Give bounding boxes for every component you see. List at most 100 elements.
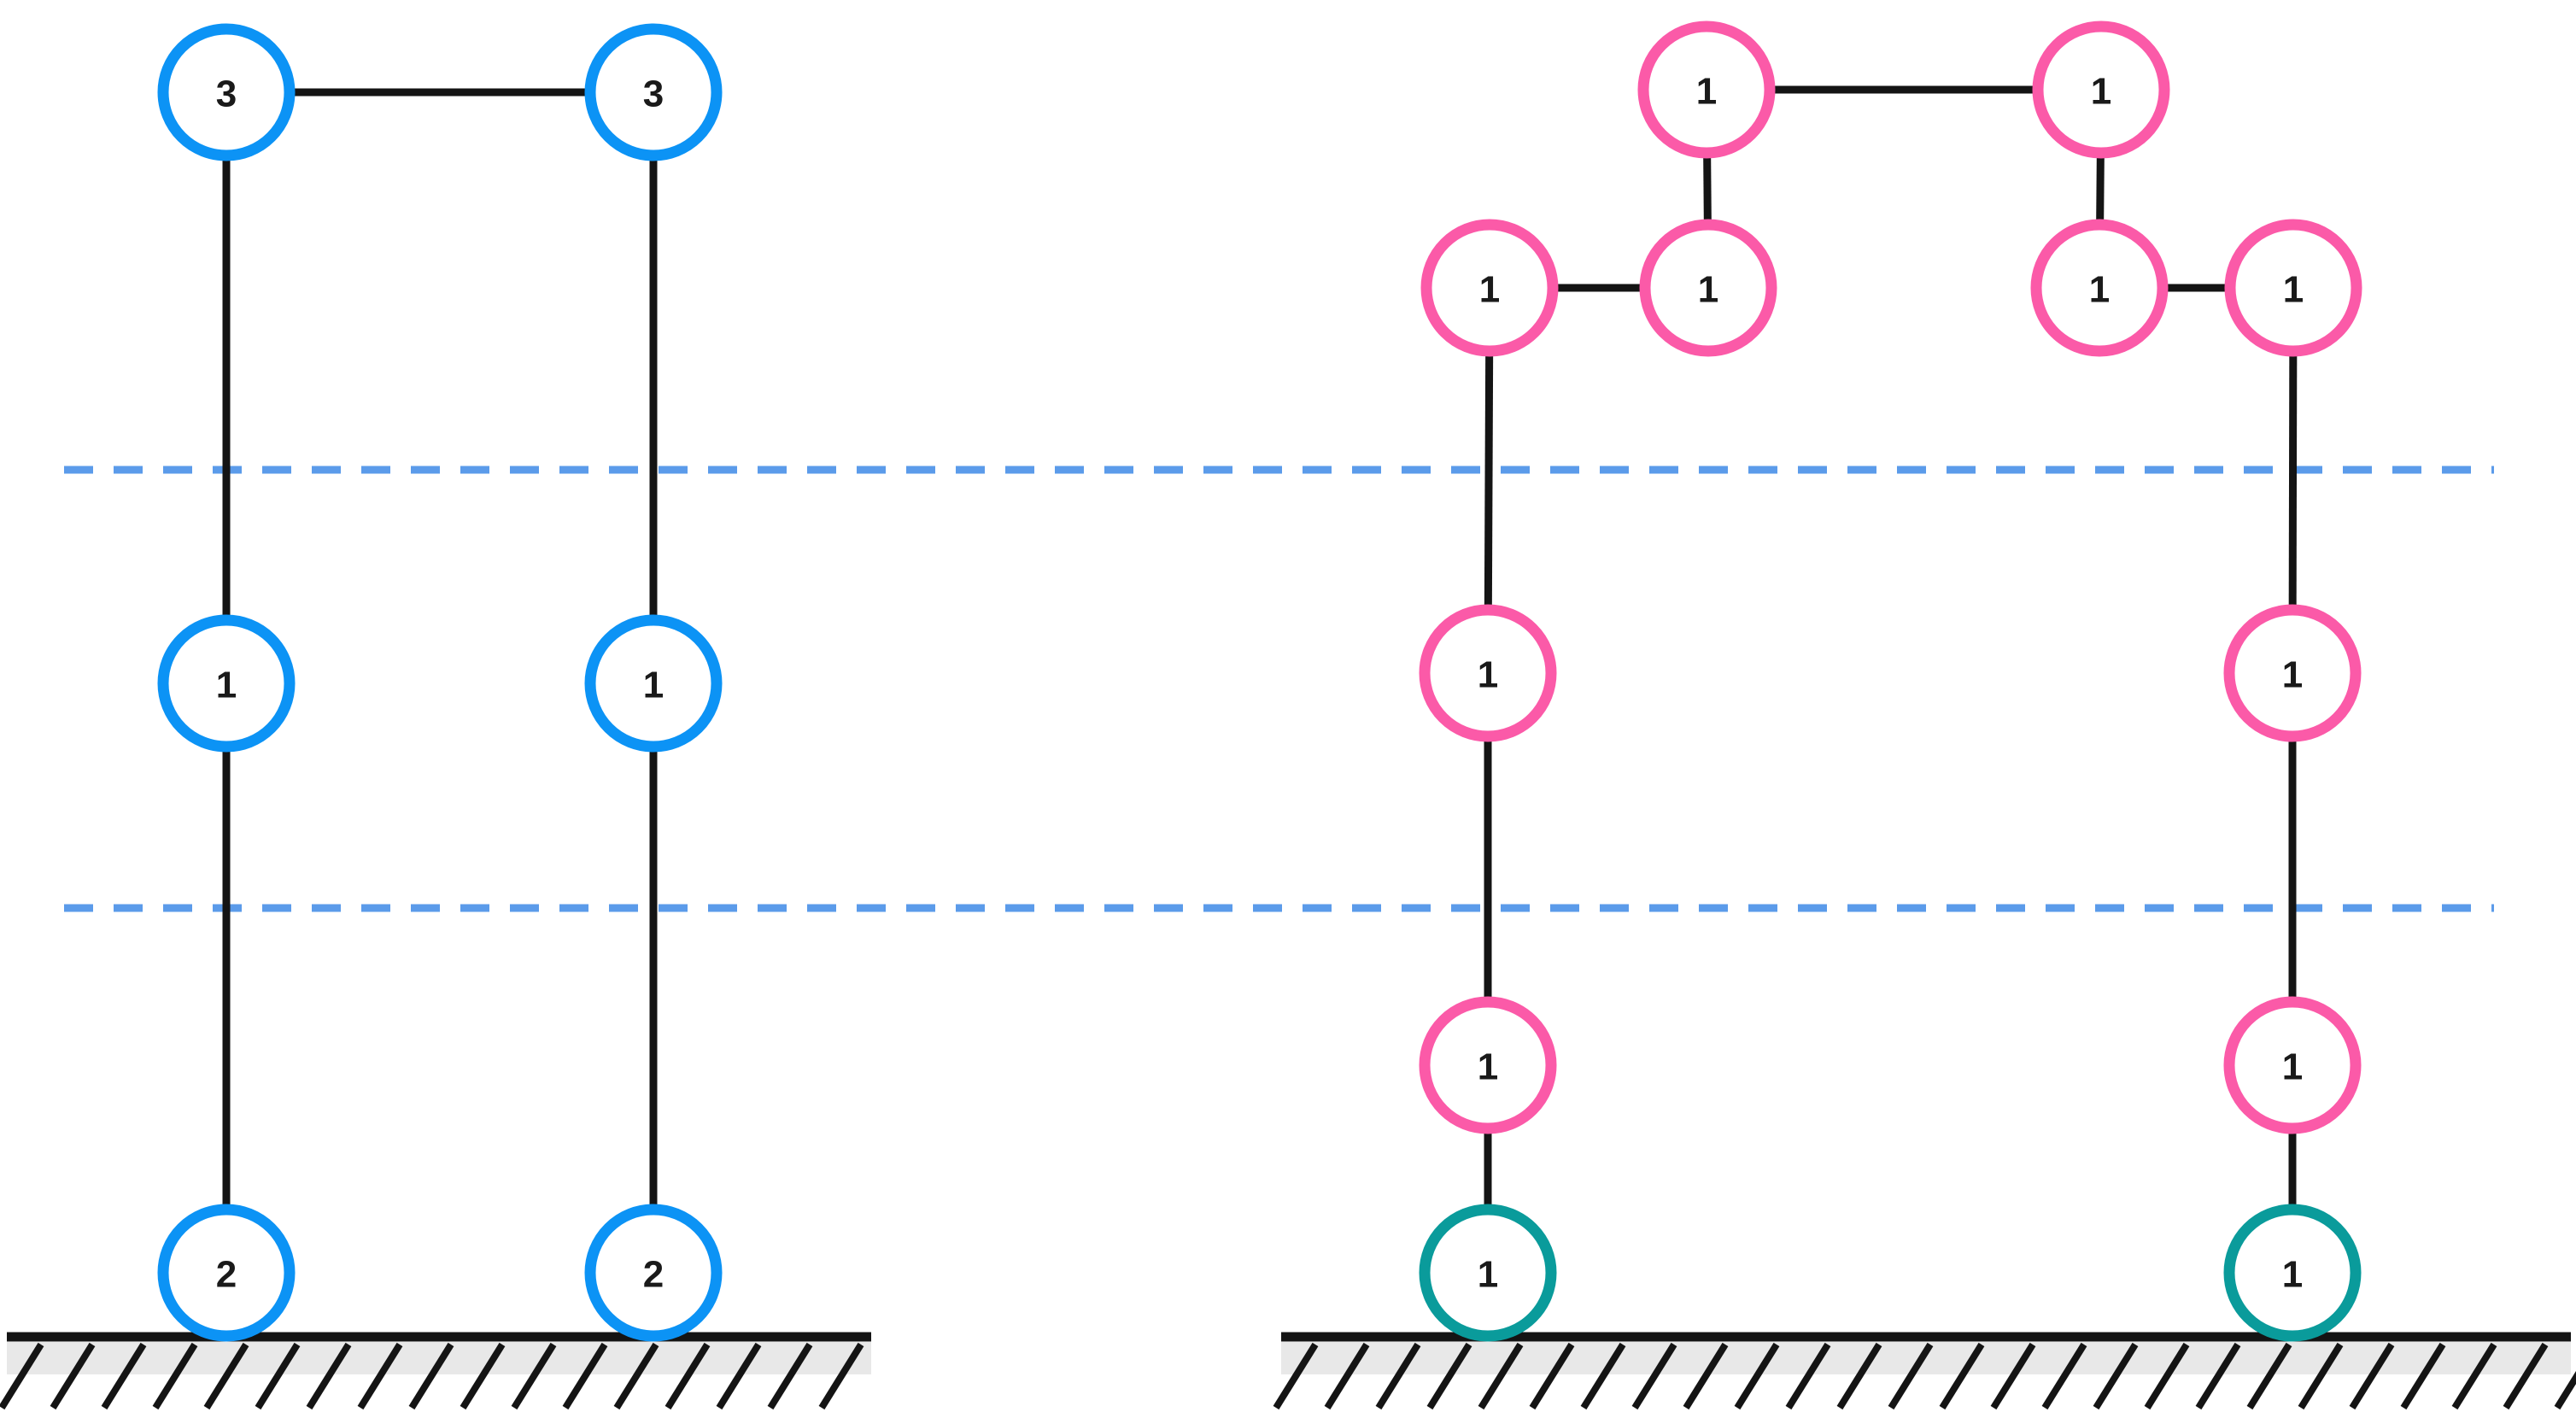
node-right-upper-far-left-circle[interactable]: [1420, 219, 1559, 357]
node-right-lower-right[interactable]: 1: [2223, 996, 2362, 1134]
ground-hatch-stroke: [664, 1342, 711, 1410]
node-left-top-right-circle[interactable]: [584, 23, 723, 161]
ground-hatch-stroke: [152, 1342, 198, 1410]
ground-hatch-stroke: [306, 1342, 352, 1410]
node-right-base-right-circle[interactable]: [2223, 1204, 2362, 1342]
node-right-lower-left[interactable]: 1: [1419, 996, 1557, 1134]
node-left-top-right[interactable]: 3: [584, 23, 723, 161]
ground-hatch-stroke: [511, 1342, 557, 1410]
node-right-upper-right-circle[interactable]: [2030, 219, 2169, 357]
ground-hatch-stroke: [1324, 1342, 1370, 1410]
node-right-mid-left-label: 1: [1478, 654, 1498, 696]
node-right-upper-left-circle[interactable]: [1639, 219, 1777, 357]
member-right-roof-drop-l: [1703, 149, 1712, 229]
storey-lines-layer: [64, 466, 2494, 912]
right-frame-members: [1484, 85, 2298, 1213]
node-left-mid-right-label: 1: [643, 665, 664, 706]
ground-hatch-stroke: [1273, 1342, 1319, 1410]
ground-hatch-stroke: [1631, 1342, 1677, 1410]
node-right-upper-far-right-circle[interactable]: [2224, 219, 2362, 357]
ground-hatch-stroke: [2400, 1342, 2446, 1410]
node-right-mid-right[interactable]: 1: [2223, 604, 2362, 742]
member-right-col2-seg1: [2288, 347, 2298, 614]
node-right-mid-left[interactable]: 1: [1419, 604, 1557, 742]
ground-hatch-stroke: [818, 1342, 864, 1410]
ground-hatch-stroke: [2144, 1342, 2190, 1410]
node-left-base-left[interactable]: 2: [157, 1204, 296, 1342]
ground-hatch-stroke: [1375, 1342, 1421, 1410]
ground-hatch-stroke: [1734, 1342, 1780, 1410]
ground-hatch-stroke: [1426, 1342, 1472, 1410]
ground-left-hatching: [0, 1342, 864, 1410]
node-left-base-right-circle[interactable]: [584, 1204, 723, 1342]
node-left-mid-right-circle[interactable]: [584, 614, 723, 753]
ground-hatch-stroke: [1785, 1342, 1831, 1410]
node-right-base-left-circle[interactable]: [1419, 1204, 1557, 1342]
ground-hatch-stroke: [1529, 1342, 1575, 1410]
ground-hatch-stroke: [1580, 1342, 1626, 1410]
node-left-base-left-label: 2: [216, 1254, 237, 1296]
ground-hatch-stroke: [2554, 1371, 2576, 1410]
node-right-upper-far-right[interactable]: 1: [2224, 219, 2362, 357]
node-right-upper-far-right-label: 1: [2283, 269, 2304, 311]
node-right-upper-left[interactable]: 1: [1639, 219, 1777, 357]
node-left-base-left-circle[interactable]: [157, 1204, 296, 1342]
ground-hatch-stroke: [2195, 1342, 2241, 1410]
nodes-layer: 3 3 1 1 2 2 1 1 1 1 1 1 1 1 1 1 1 1: [157, 21, 2362, 1342]
node-right-base-left-label: 1: [1478, 1254, 1498, 1296]
node-right-roof-right-label: 1: [2091, 71, 2111, 113]
ground-hatch-stroke: [2451, 1342, 2497, 1410]
ground-hatch-stroke: [2246, 1342, 2292, 1410]
node-right-mid-right-label: 1: [2282, 654, 2303, 696]
node-right-roof-left-label: 1: [1696, 71, 1717, 113]
node-right-upper-far-left-label: 1: [1479, 269, 1500, 311]
ground-hatch-stroke: [203, 1342, 249, 1410]
ground-hatch-stroke: [2093, 1342, 2139, 1410]
node-left-top-left-label: 3: [216, 73, 237, 115]
ground-hatch-stroke: [0, 1342, 44, 1410]
member-right-roof-drop-r: [2096, 149, 2105, 229]
node-left-mid-left-circle[interactable]: [157, 614, 296, 753]
node-left-top-left-circle[interactable]: [157, 23, 296, 161]
node-right-mid-left-circle[interactable]: [1419, 604, 1557, 742]
node-left-mid-left[interactable]: 1: [157, 614, 296, 753]
ground-hatch-stroke: [613, 1342, 659, 1410]
node-right-upper-right-label: 1: [2089, 269, 2110, 311]
node-right-base-right[interactable]: 1: [2223, 1204, 2362, 1342]
node-right-base-left[interactable]: 1: [1419, 1204, 1557, 1342]
node-right-lower-right-circle[interactable]: [2223, 996, 2362, 1134]
node-left-top-left[interactable]: 3: [157, 23, 296, 161]
left-frame-members: [222, 88, 658, 1213]
node-right-roof-right-circle[interactable]: [2032, 21, 2170, 159]
right-frame-nodes: 1 1 1 1 1 1 1 1 1 1 1 1: [1419, 21, 2362, 1342]
ground-hatch-stroke: [50, 1342, 96, 1410]
ground-hatch-stroke: [562, 1342, 608, 1410]
ground-hatch-stroke: [2298, 1342, 2344, 1410]
node-right-roof-left-circle[interactable]: [1637, 21, 1776, 159]
node-right-mid-right-circle[interactable]: [2223, 604, 2362, 742]
node-left-base-right-label: 2: [643, 1254, 664, 1296]
node-right-lower-right-label: 1: [2282, 1046, 2303, 1088]
node-left-mid-left-label: 1: [216, 665, 237, 706]
ground-hatch-stroke: [1939, 1342, 1985, 1410]
ground-hatch-stroke: [255, 1342, 301, 1410]
left-frame-nodes: 3 3 1 1 2 2: [157, 23, 723, 1342]
ground-hatch-stroke: [1478, 1342, 1524, 1410]
ground-hatch-stroke: [101, 1342, 147, 1410]
node-right-lower-left-circle[interactable]: [1419, 996, 1557, 1134]
node-left-top-right-label: 3: [643, 73, 664, 115]
ground-hatch-stroke: [767, 1342, 813, 1410]
members-layer: [222, 85, 2298, 1213]
node-left-mid-right[interactable]: 1: [584, 614, 723, 753]
node-right-lower-left-label: 1: [1478, 1046, 1498, 1088]
node-right-roof-left[interactable]: 1: [1637, 21, 1776, 159]
ground-hatch-stroke: [1836, 1342, 1882, 1410]
ground-hatch-stroke: [408, 1342, 454, 1410]
node-left-base-right[interactable]: 2: [584, 1204, 723, 1342]
ground-right-hatching: [1273, 1342, 2576, 1410]
node-right-upper-far-left[interactable]: 1: [1420, 219, 1559, 357]
node-right-roof-right[interactable]: 1: [2032, 21, 2170, 159]
ground-hatch-stroke: [357, 1342, 403, 1410]
node-right-upper-right[interactable]: 1: [2030, 219, 2169, 357]
